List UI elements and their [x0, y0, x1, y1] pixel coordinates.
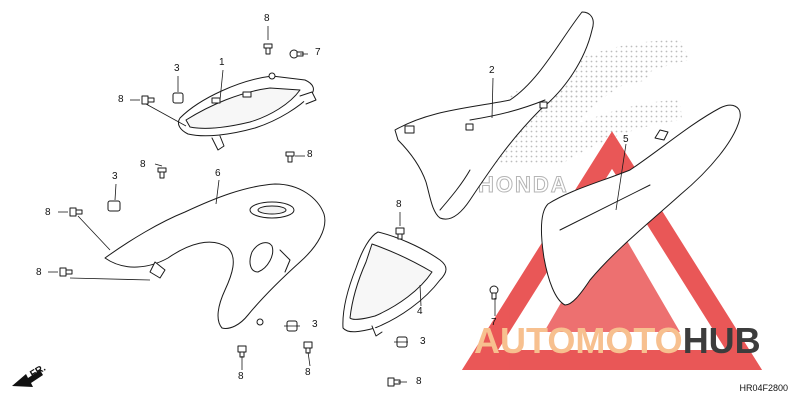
callout-part-8-leftmid: 8	[45, 207, 51, 218]
callout-part-8-bottom: 8	[416, 376, 422, 387]
part-5-side-cover	[540, 104, 741, 306]
callout-part-3-left: 3	[112, 171, 118, 182]
bolt-8-lowcenter	[237, 345, 247, 358]
callout-part-7-right: 7	[491, 317, 497, 328]
bolt-8-mid	[157, 167, 167, 179]
callout-part-8-mid: 8	[140, 159, 146, 170]
screw-7-right	[489, 285, 499, 300]
front-direction-arrow	[12, 370, 43, 387]
callout-part-8-part4: 8	[396, 199, 402, 210]
honda-logo-text: HONDA	[478, 172, 569, 197]
callout-part-8-lowright: 8	[305, 367, 311, 378]
callout-part-8-top: 8	[264, 13, 270, 24]
callout-part-3-top: 3	[174, 63, 180, 74]
callout-part-6: 6	[215, 168, 221, 179]
diagram-code: HR04F2800	[739, 383, 788, 393]
part-1-upper-cover	[177, 72, 317, 151]
callout-part-2: 2	[489, 65, 495, 76]
fasteners	[59, 43, 499, 387]
callout-part-7-top: 7	[315, 47, 321, 58]
callout-part-8-center: 8	[307, 149, 313, 160]
honda-wing-logo: HONDA	[470, 40, 690, 198]
grommet-3-top	[172, 92, 184, 104]
callout-part-8-left: 8	[118, 94, 124, 105]
part-2-side-panel	[394, 11, 594, 220]
bolt-8-leftlow	[59, 267, 73, 277]
watermark-text: AUTOMOTOHUB	[474, 320, 761, 362]
watermark-part-auto: AUTO	[474, 320, 576, 361]
part-6-front-cover	[104, 183, 326, 329]
watermark-part-moto: MOTO	[575, 320, 683, 361]
callout-part-8-lowcenter: 8	[238, 371, 244, 382]
callout-part-4: 4	[417, 306, 423, 317]
callout-part-3-right: 3	[420, 336, 426, 347]
bolt-8-left	[141, 95, 155, 105]
part-4-lower-cover	[342, 231, 447, 337]
callout-part-8-leftlow: 8	[36, 267, 42, 278]
bolt-8-lowright	[303, 341, 313, 354]
bolt-8-top	[263, 43, 273, 55]
leader-lines	[48, 26, 627, 383]
bolt-8-part4	[395, 227, 405, 240]
watermark-part-hub: HUB	[682, 320, 761, 361]
bolt-8-center	[285, 151, 295, 163]
bolt-8-leftmid	[69, 207, 83, 217]
callout-part-3-lowcenter: 3	[312, 319, 318, 330]
callout-part-1: 1	[219, 57, 225, 68]
grommet-3-left	[107, 200, 121, 212]
callout-part-5: 5	[623, 134, 629, 145]
